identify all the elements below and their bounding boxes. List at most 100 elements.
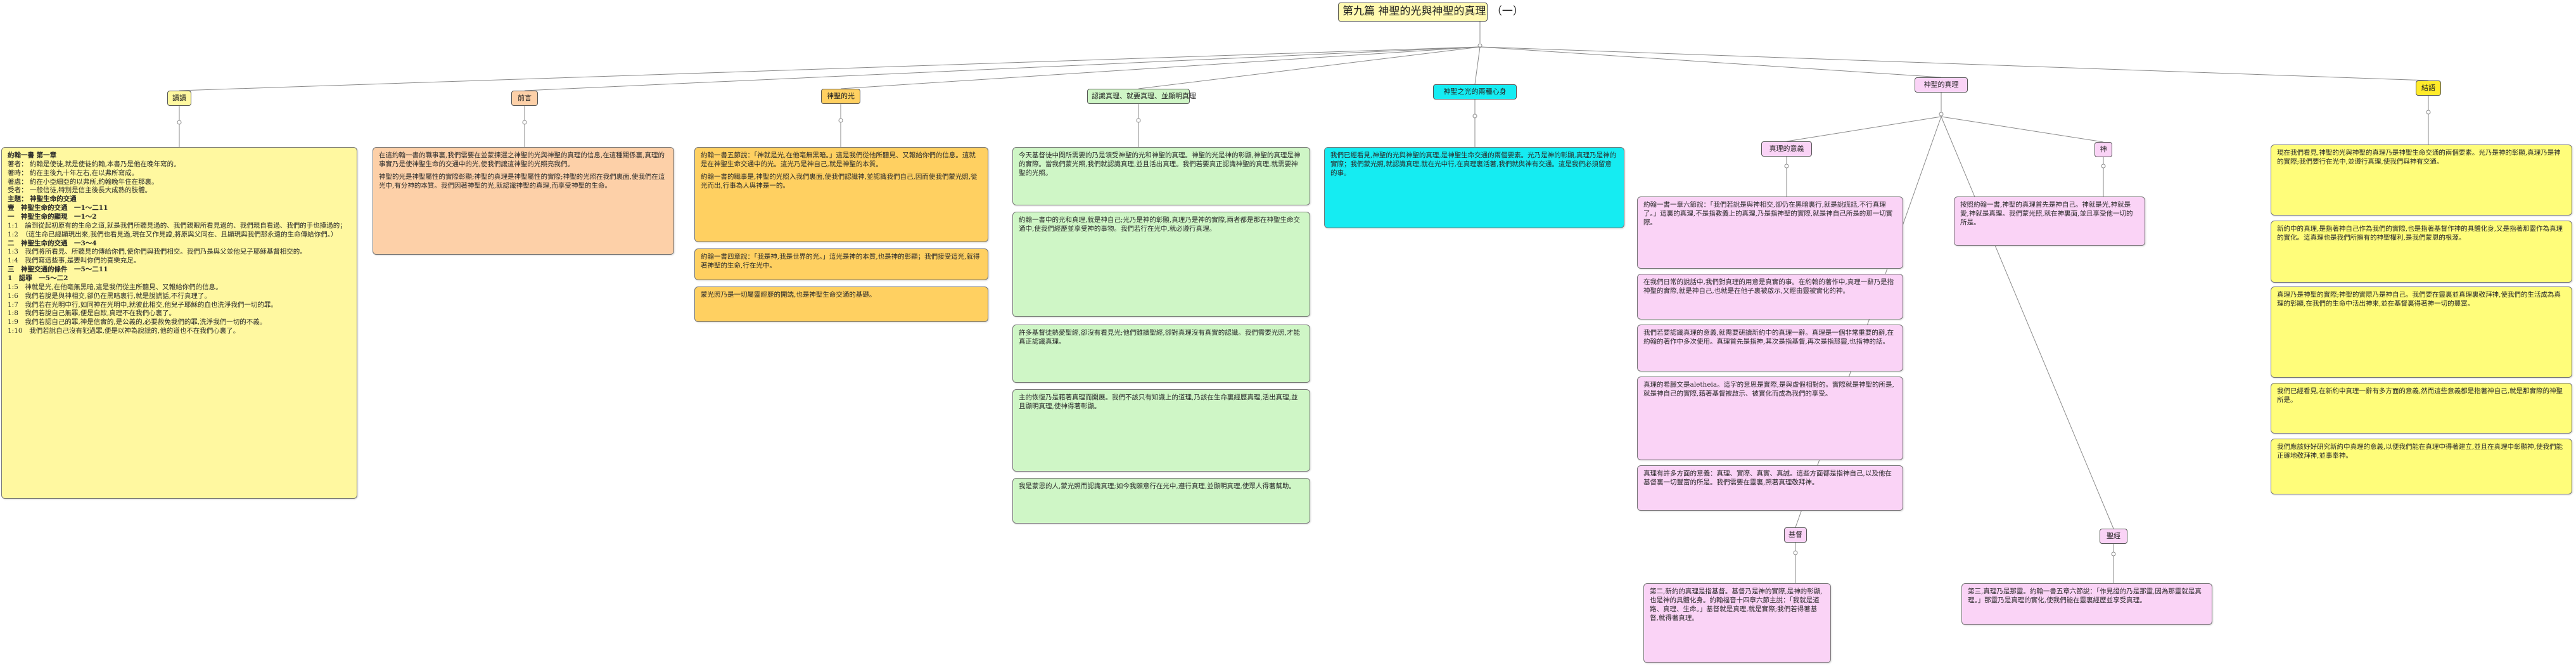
topic-zhenli[interactable]: 神聖的真理 — [1915, 77, 1968, 93]
box-zhenli-2: 在我們日常的說話中,我們對真理的用意是真實的事。在約翰的著作中,真理一辭乃是指神… — [1637, 274, 1903, 319]
box-jingguo-p1: 今天基督徒中間所需要的乃是領受神聖的光和神聖的真理。神聖的光是神的彰顯,神聖的真… — [1019, 151, 1301, 177]
connector-dot — [522, 120, 527, 125]
yulai-line: 1:4 我們寫這些事,是要叫你們的喜樂充足。 — [8, 257, 141, 265]
connector-dot — [1136, 118, 1141, 123]
connector-dot — [1784, 164, 1789, 169]
box-shen-p1: 按照約翰一書,神聖的真理首先是神自己。神就是光,神就是愛,神就是真理。我們蒙光照… — [1960, 201, 2133, 226]
box-jielun-3: 真理乃是神聖的實際;神聖的實際乃是神自己。我們要在靈裏並真理裏敬拜神,使我們的生… — [2271, 287, 2572, 378]
connector-line — [1138, 46, 1481, 89]
yulai-line: 二 神聖生命的交通 一3～4 — [8, 239, 97, 247]
box-guang-p4: 蒙光照乃是一切屬靈經歷的開端,也是神聖生命交通的基礎。 — [701, 291, 876, 299]
connector-line — [1479, 46, 2429, 81]
connector-line — [1941, 116, 2114, 529]
connector-line — [1474, 46, 1481, 85]
subtopic-shengjing[interactable]: 聖經 — [2100, 529, 2127, 544]
box-jingguo-5: 我是蒙恩的人,蒙光照而認識真理;如今我願意行在光中,遵行真理,並顯明真理,使眾人… — [1012, 478, 1310, 524]
box-jielun-p5: 我們應該好好研究新約中真理的意義,以便我們能在真理中得著建立,並且在真理中彰顯神… — [2277, 443, 2563, 460]
topic-yulai[interactable]: 讀讀 — [167, 91, 191, 106]
yulai-line: 1:2 （這生命已經顯現出來,我們也看見過,現在又作見證,將原與父同在、且顯現與… — [8, 230, 338, 238]
box-jielun-2: 新約中的真理,是指著神自己作為我們的實際,也是指著基督作神的具體化身,又是指著那… — [2271, 221, 2572, 283]
topic-yanyan[interactable]: 前言 — [511, 91, 538, 106]
box-jingguo-2: 約翰一書中的光和真理,就是神自己;光乃是神的彰顯,真理乃是神的實際,兩者都是那在… — [1012, 212, 1310, 317]
box-jingguo-p2: 約翰一書中的光和真理,就是神自己;光乃是神的彰顯,真理乃是神的實際,兩者都是那在… — [1019, 216, 1301, 233]
box-zhenli-p5: 真理有許多方面的意義：真理、實際、真實、真誠。這些方面都是指神自己,以及他在基督… — [1643, 470, 1892, 486]
box-zhenli-p3: 我們若要認識真理的意義,就需要研讀新約中的真理一辭。真理是一個非常重要的辭,在約… — [1643, 329, 1894, 345]
connector-dot — [2101, 164, 2106, 169]
box-yesu: 我們已經看見,神聖的光與神聖的真理,是神聖生命交通的兩個要素。光乃是神的彰顯,真… — [1324, 147, 1624, 228]
yulai-line: 1:9 我們若認自己的罪,神是信實的,是公義的,必要赦免我們的罪,洗淨我們一切的… — [8, 318, 267, 326]
box-jingguo-4: 主的恢復乃是藉著真理而開展。我們不該只有知識上的道理,乃該在生命裏經歷真理,活出… — [1012, 389, 1310, 472]
topic-jingguo[interactable]: 認識真理、就要真理、並顯明真理 — [1087, 89, 1196, 104]
connector-dot — [177, 120, 182, 125]
box-yulai: 約翰一書 第一章 著者： 約翰是使徒,就是使徒約翰,本書乃是他在晚年寫的。著時：… — [1, 147, 357, 499]
connector-dot — [1472, 113, 1477, 119]
box-guang-p1: 約翰一書五節說：「神就是光,在他毫無黑暗。」這是我們從他所聽見、又報給你們的信息… — [701, 151, 976, 168]
yulai-line: 主題： 神聖生命的交通 — [8, 195, 77, 203]
box-jingguo-p3: 許多基督徒熱愛聖經,卻沒有看見光;他們雖讀聖經,卻對真理沒有真實的認識。我們需要… — [1019, 329, 1301, 345]
connector-dot — [1793, 550, 1798, 555]
yulai-line: 1:6 我們若說是與神相交,卻仍在黑暗裏行,就是說謊話,不行真理了。 — [8, 292, 211, 300]
connector-dot — [2426, 110, 2431, 115]
box-shengjing-p1: 第三,真理乃是那靈。約翰一書五章六節說：「作見證的乃是那靈,因為那靈就是真理。」… — [1968, 588, 2202, 604]
box-zhenli-p2: 在我們日常的說話中,我們對真理的用意是真實的事。在約翰的著作中,真理一辭乃是指神… — [1643, 278, 1894, 295]
connector-line — [1941, 116, 2104, 143]
root-title[interactable]: 第九篇 神聖的光與神聖的真理 （一） — [1338, 3, 1524, 22]
box-zhenli-p1: 約翰一書一章六節說：「我們若說是與神相交,卻仍在黑暗裏行,就是說謊話,不行真理了… — [1643, 201, 1893, 226]
connector-dot — [1939, 112, 1944, 117]
box-jielun-5: 我們應該好好研究新約中真理的意義,以便我們能在真理中得著建立,並且在真理中彰顯神… — [2271, 439, 2572, 494]
box-jielun-p3: 真理乃是神聖的實際;神聖的實際乃是神自己。我們要在靈裏並真理裏敬拜神,使我們的生… — [2277, 291, 2561, 307]
connector-dot — [838, 118, 843, 123]
yulai-line: 壹 神聖生命的交通 一1～二11 — [8, 204, 108, 212]
box-zhenli-4: 真理的希臘文是aletheia。這字的意思是實際,是與虛假相對的。實際就是神聖的… — [1637, 377, 1903, 460]
subtopic-jidu[interactable]: 基督 — [1784, 527, 1807, 543]
box-yanyan-p2: 神聖的光是神聖屬性的實際彰顯;神聖的真理是神聖屬性的實際;神聖的光照在我們裏面,… — [379, 172, 665, 190]
subtopic-zhenli-main[interactable]: 真理的意義 — [1761, 141, 1812, 157]
topic-yesu[interactable]: 神聖之光的兩種心身 — [1433, 84, 1517, 100]
box-jielun-p4: 我們已經看見,在新約中真理一辭有多方面的意義,然而這些意義都是指著神自己,就是那… — [2277, 387, 2563, 404]
box-yanyan: 在這約翰一書的職事裏,我們需要在並蒙揀選之神聖的光與神聖的真理的信息,在這種關係… — [373, 147, 674, 255]
connector-line — [524, 46, 1481, 91]
box-jingguo-3: 許多基督徒熱愛聖經,卻沒有看見光;他們雖讀聖經,卻對真理沒有真實的認識。我們需要… — [1012, 325, 1310, 383]
box-yulai-heading: 約翰一書 第一章 — [8, 151, 57, 159]
subtopic-shen[interactable]: 神 — [2095, 142, 2112, 157]
box-guang-p2: 約翰一書的職事是,神聖的光照入我們裏面,使我們認識神,並認識我們自己,因而使我們… — [701, 172, 978, 190]
box-jielun-p1: 現在我們看見,神聖的光與神聖的真理乃是神聖生命交通的兩個要素。光乃是神的彰顯,真… — [2277, 149, 2561, 165]
box-guang-1: 約翰一書五節說：「神就是光,在他毫無黑暗。」這是我們從他所聽見、又報給你們的信息… — [694, 147, 988, 242]
box-zhenli-3: 我們若要認識真理的意義,就需要研讀新約中的真理一辭。真理是一個非常重要的辭,在約… — [1637, 325, 1903, 371]
yulai-line: 1:7 我們若在光明中行,如同神在光明中,就彼此相交,他兒子耶穌的血也洗淨我們一… — [8, 300, 277, 309]
yulai-line: 1:10 我們若說自己沒有犯過罪,便是以神為說謊的,他的道也不在我們心裏了。 — [8, 327, 240, 335]
yulai-line: 1 認罪 一5～二2 — [8, 274, 68, 283]
yulai-line: 著處： 約在小亞細亞的以弗所,約翰晚年住在那裏。 — [8, 177, 158, 186]
connector-line — [1479, 46, 1942, 78]
yulai-line: 一 神聖生命的顯現 一1～2 — [8, 213, 97, 221]
box-yulai-lines: 著者： 約翰是使徒,就是使徒約翰,本書乃是他在晚年寫的。著時： 約在主後九十年左… — [8, 160, 351, 336]
yulai-line: 三 神聖交通的條件 一5～二11 — [8, 266, 108, 274]
yulai-line: 受者： 一般信徒,特別是信主後長大成熟的肢體。 — [8, 186, 152, 195]
box-yesu-p1: 我們已經看見,神聖的光與神聖的真理,是神聖生命交通的兩個要素。光乃是神的彰顯,真… — [1330, 151, 1617, 177]
box-guang-3: 蒙光照乃是一切屬靈經歷的開端,也是神聖生命交通的基礎。 — [694, 287, 988, 322]
topic-guang[interactable]: 神聖的光 — [821, 89, 860, 104]
box-guang-p3: 約翰一書四章說：「我是神,我是世界的光。」這光是神的本質,也是神的彰顯；我們接受… — [701, 253, 980, 269]
yulai-line: 1:1 論到從起初原有的生命之道,就是我們所聽見過的、我們親眼所看見過的、我們親… — [8, 221, 347, 229]
box-jielun-1: 現在我們看見,神聖的光與神聖的真理乃是神聖生命交通的兩個要素。光乃是神的彰顯,真… — [2271, 145, 2572, 216]
yulai-line: 著時： 約在主後九十年左右,在以弗所寫成。 — [8, 169, 139, 177]
box-zhenli-1: 約翰一書一章六節說：「我們若說是與神相交,卻仍在黑暗裏行,就是說謊話,不行真理了… — [1637, 196, 1903, 269]
yulai-line: 1:5 神就是光,在他毫無黑暗,這是我們從主所聽見、又報給你們的信息。 — [8, 283, 222, 291]
box-yanyan-p1: 在這約翰一書的職事裏,我們需要在並蒙揀選之神聖的光與神聖的真理的信息,在這種關係… — [379, 151, 665, 168]
connector-dot — [2111, 551, 2116, 557]
box-zhenli-5: 真理有許多方面的意義：真理、實際、真實、真誠。這些方面都是指神自己,以及他在基督… — [1637, 465, 1903, 511]
yulai-line: 1:8 我們若說自己無罪,便是自欺,真理不在我們心裏了。 — [8, 309, 176, 318]
connector-line — [1786, 116, 1942, 142]
box-jingguo-p4: 主的恢復乃是藉著真理而開展。我們不該只有知識上的道理,乃該在生命裏經歷真理,活出… — [1019, 394, 1298, 410]
box-jielun-4: 我們已經看見,在新約中真理一辭有多方面的意義,然而這些意義都是指著神自己,就是那… — [2271, 383, 2572, 434]
box-jielun-p2: 新約中的真理,是指著神自己作為我們的實際,也是指著基督作神的具體化身,又是指著那… — [2277, 225, 2563, 242]
connector-line — [840, 46, 1481, 89]
yulai-line: 著者： 約翰是使徒,就是使徒約翰,本書乃是他在晚年寫的。 — [8, 160, 181, 168]
topic-jielun[interactable]: 結語 — [2416, 81, 2441, 96]
box-jingguo-1: 今天基督徒中間所需要的乃是領受神聖的光和神聖的真理。神聖的光是神的彰顯,神聖的真… — [1012, 147, 1310, 205]
box-shen: 按照約翰一書,神聖的真理首先是神自己。神就是光,神就是愛,神就是真理。我們蒙光照… — [1954, 196, 2145, 246]
box-zhenli-p4: 真理的希臘文是aletheia。這字的意思是實際,是與虛假相對的。實際就是神聖的… — [1643, 381, 1894, 397]
yulai-line: 1:3 我們將所看見、所聽見的傳給你們,使你們與我們相交。我們乃是與父並他兒子耶… — [8, 248, 307, 256]
box-shengjing: 第三,真理乃是那靈。約翰一書五章六節說：「作見證的乃是那靈,因為那靈就是真理。」… — [1961, 583, 2212, 625]
